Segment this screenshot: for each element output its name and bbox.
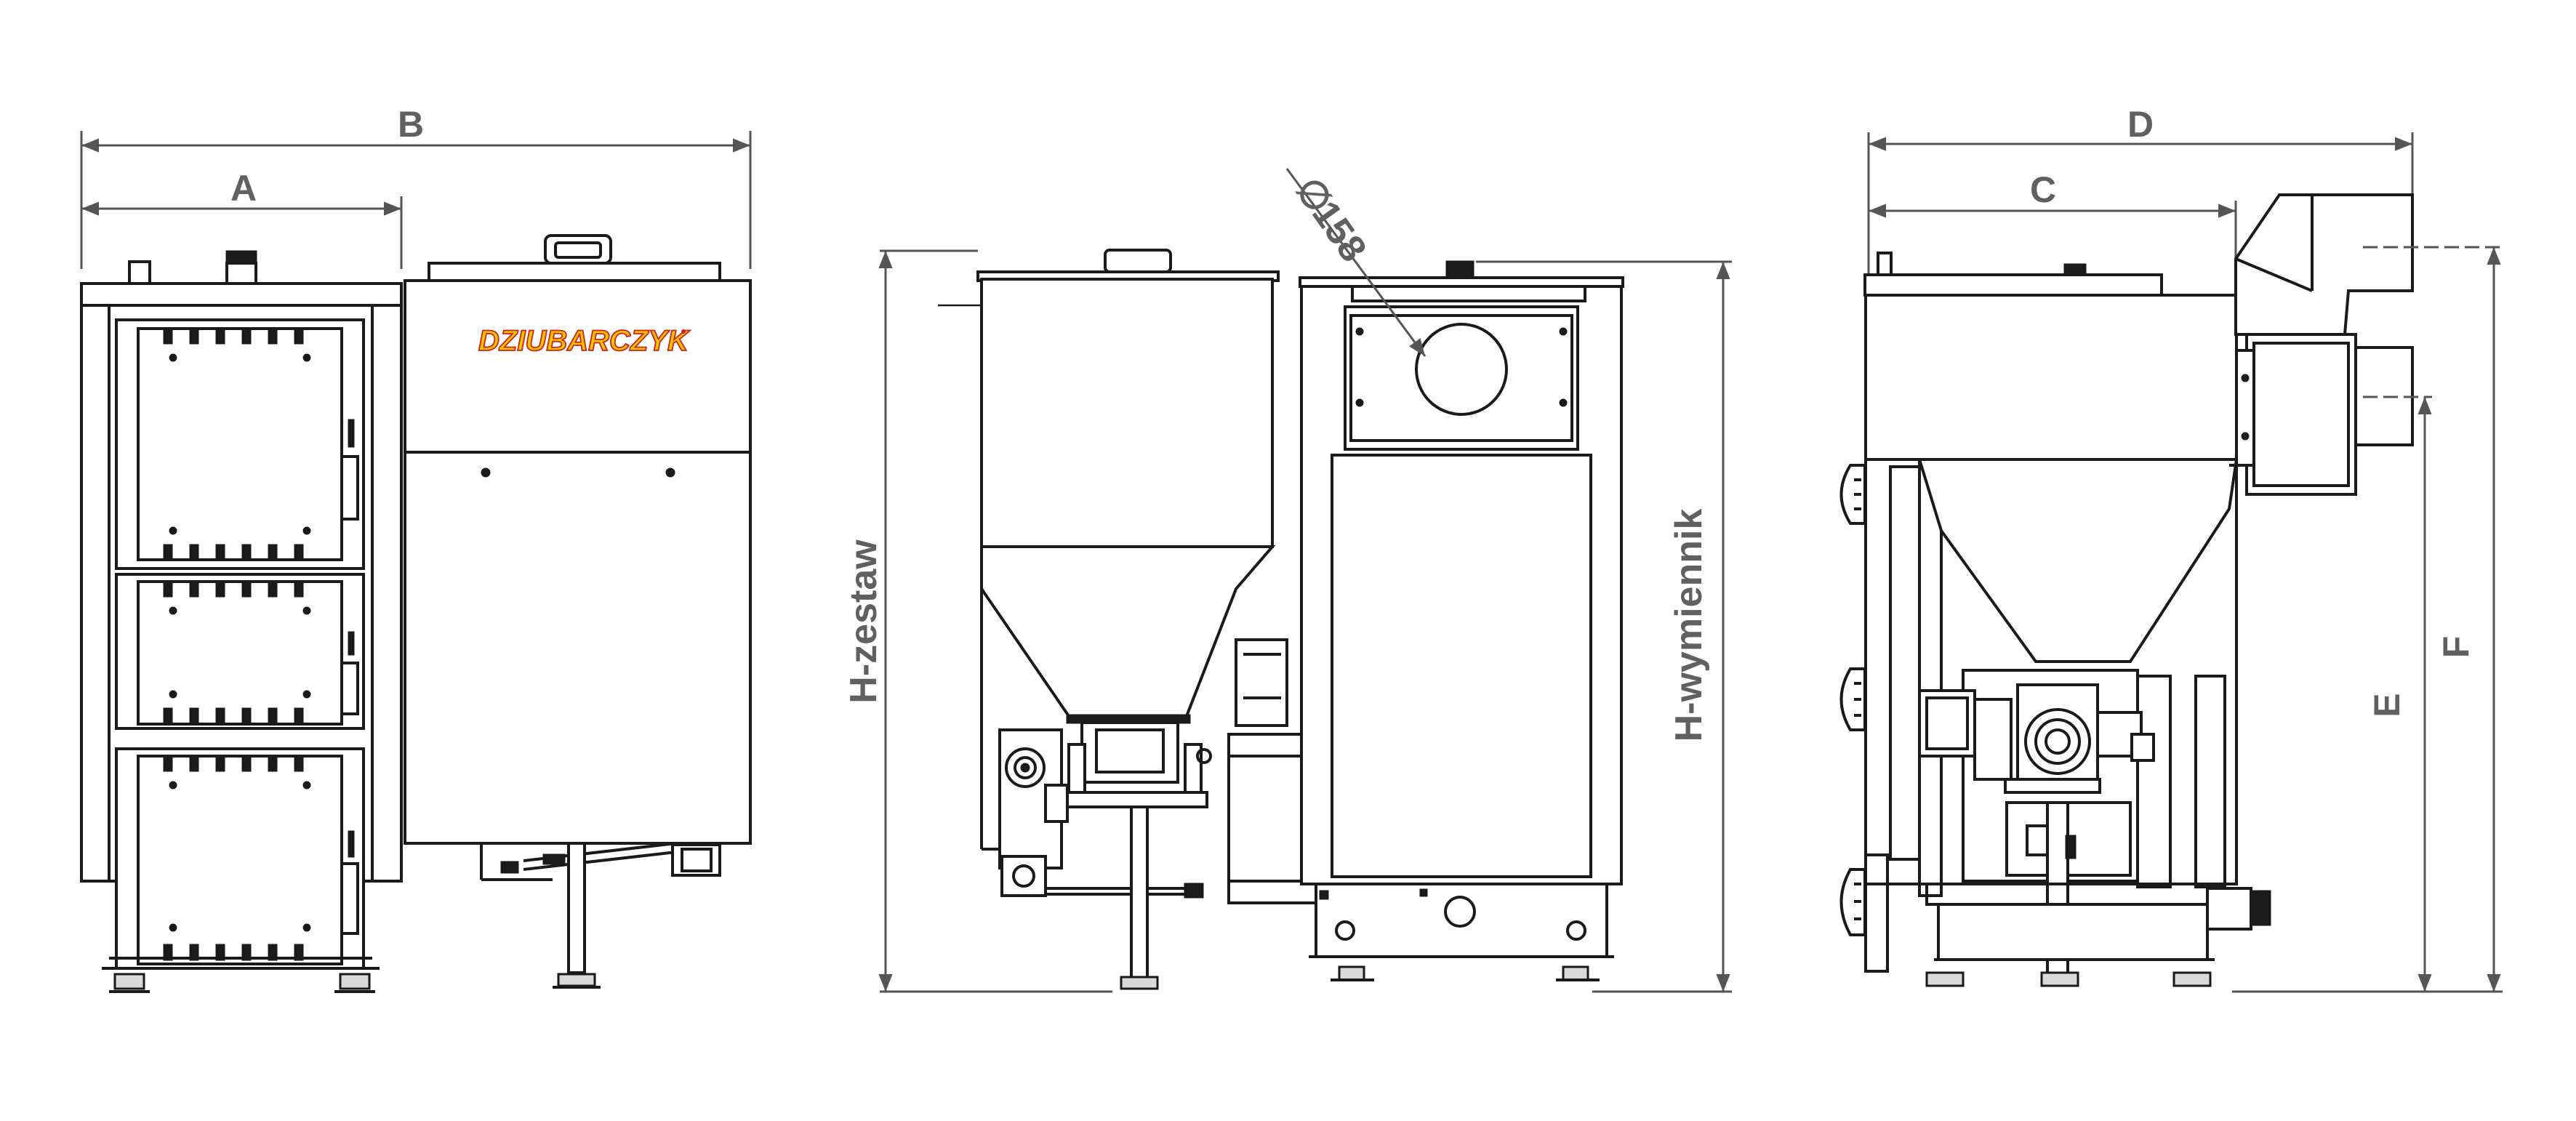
brand-logo: DZIUBARCZYK xyxy=(478,325,691,357)
door-handle xyxy=(340,455,359,521)
flue-elbow xyxy=(2234,193,2414,496)
hopper-body xyxy=(980,278,1274,548)
rear-view: D C xyxy=(1839,104,2503,993)
support-leg xyxy=(1130,805,1149,983)
side-view: H-zestaw xyxy=(843,168,1732,993)
boiler-foot xyxy=(339,973,371,990)
dimension-d-label: D xyxy=(2127,104,2154,145)
dimension-b-label: B xyxy=(398,104,424,145)
door-handle-side xyxy=(1839,868,1866,936)
door-handle xyxy=(340,662,359,715)
door-handle xyxy=(340,862,359,935)
burner-unit-front xyxy=(480,842,721,989)
front-view: B A xyxy=(80,104,752,993)
boiler-foot xyxy=(113,973,145,990)
h-zestaw-label: H-zestaw xyxy=(843,539,885,704)
upper-door xyxy=(115,318,365,570)
h-wymiennik-label: H-wymiennik xyxy=(1668,509,1710,742)
dimension-a-label: A xyxy=(230,168,257,209)
dimension-c-label: C xyxy=(2030,169,2056,210)
door-handle-side xyxy=(1839,667,1866,731)
lower-door xyxy=(115,747,365,970)
flue-collar xyxy=(2245,333,2357,496)
flue-diameter-leader xyxy=(1285,168,1427,357)
feeder-auger-housing xyxy=(2016,683,2099,781)
fuel-hopper: DZIUBARCZYK xyxy=(404,234,752,845)
middle-door xyxy=(115,573,365,730)
dimension-e-label: E xyxy=(2367,693,2407,717)
flue-outlet xyxy=(1415,323,1508,416)
dimension-f-label: F xyxy=(2436,636,2476,659)
feeder-motor xyxy=(998,728,1069,897)
door-handle-side xyxy=(1839,464,1866,525)
